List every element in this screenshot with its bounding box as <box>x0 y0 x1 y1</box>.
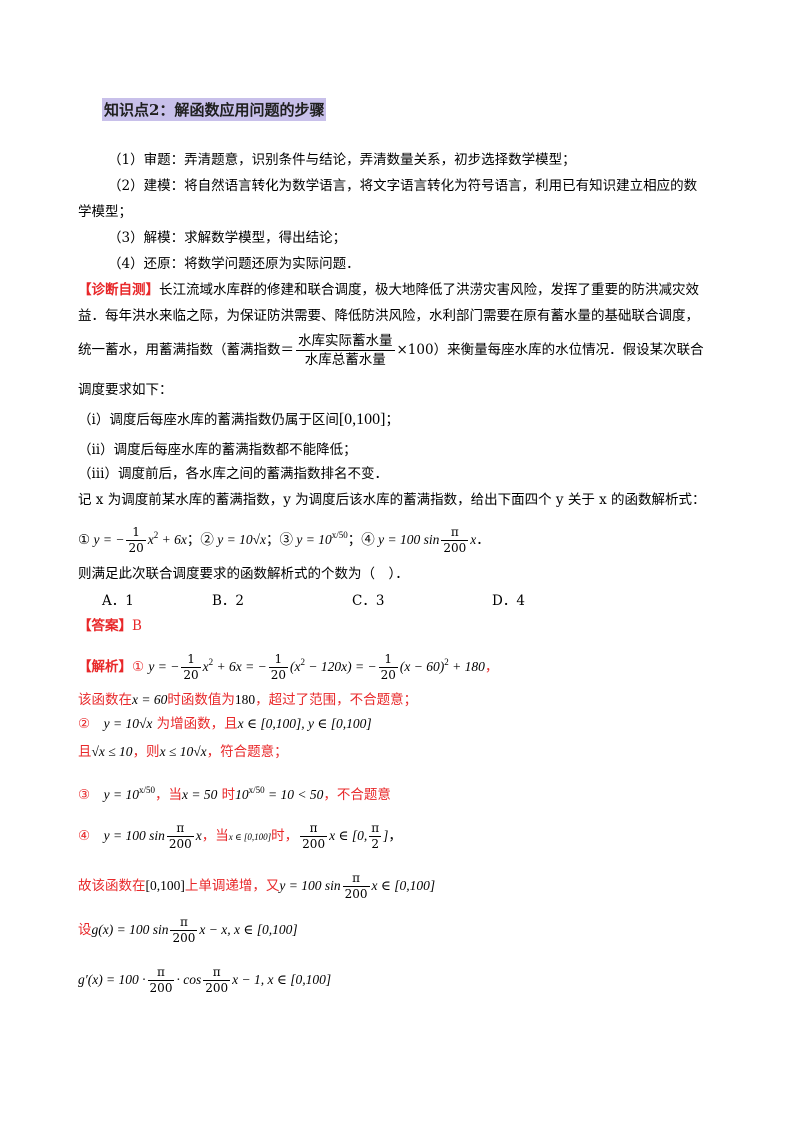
step-3: （3）解模：求解数学模型，得出结论； <box>108 230 347 246</box>
condition-3: （ⅲ）调度前后，各水库之间的蓄满指数排名不变． <box>78 466 388 482</box>
analysis-line-2: 该函数在x = 60时函数值为180，超过了范围，不合题意； <box>78 692 418 708</box>
answer-line: 【答案】B <box>78 616 142 636</box>
problem-text-3a: 统一蓄水，用蓄满指数（蓄满指数＝ <box>78 342 294 358</box>
step-4: （4）还原：将数学问题还原为实际问题． <box>108 256 360 272</box>
problem-label: 【诊断自测】 <box>78 282 159 298</box>
analysis-line-4: 且√x ≤ 10，则x ≤ 10√x，符合题意； <box>78 744 288 760</box>
fraction-denominator: 水库总蓄水量 <box>304 352 386 368</box>
step-2-cont: 学模型； <box>78 204 132 220</box>
analysis-label: 【解析】 <box>78 659 132 675</box>
section-heading: 知识点2：解函数应用问题的步骤 <box>102 98 327 121</box>
answer-label: 【答案】 <box>78 618 132 634</box>
problem-line-3: 统一蓄水，用蓄满指数（蓄满指数＝水库实际蓄水量水库总蓄水量×100）来衡量每座水… <box>78 332 704 369</box>
question-line: 则满足此次联合调度要求的函数解析式的个数为（ ）． <box>78 566 409 582</box>
step-1: （1）审题：弄清题意，识别条件与结论，弄清数量关系，初步选择数学模型； <box>108 152 576 168</box>
condition-2: （ⅱ）调度后每座水库的蓄满指数都不能降低； <box>78 442 357 458</box>
fill-ratio-fraction: 水库实际蓄水量水库总蓄水量 <box>296 332 395 369</box>
problem-text-1: 长江流域水库群的修建和联合调度，极大地降低了洪涝灾害风险，发挥了重要的防洪减灾效 <box>159 282 699 298</box>
answer-value: B <box>132 618 142 634</box>
step-2: （2）建模：将自然语言转化为数学语言，将文字语言转化为符号语言，利用已有知识建立… <box>108 178 698 194</box>
problem-line-1: 【诊断自测】长江流域水库群的修建和联合调度，极大地降低了洪涝灾害风险，发挥了重要… <box>78 280 699 300</box>
condition-1: （ⅰ）调度后每座水库的蓄满指数仍属于区间[0,100]； <box>78 410 399 430</box>
option-c: C．3 <box>352 593 385 609</box>
fraction-numerator: 水库实际蓄水量 <box>296 333 395 351</box>
option-b: B．2 <box>212 593 245 609</box>
problem-line-4: 调度要求如下： <box>78 382 173 398</box>
option-d: D．4 <box>492 593 525 609</box>
analysis-line-3: ② y = 10√x 为增函数，且x ∈ [0,100], y ∈ [0,100… <box>78 716 372 732</box>
condition-1-interval: [0,100] <box>338 411 386 428</box>
condition-1-end: ； <box>385 412 399 428</box>
problem-line-2: 益．每年洪水来临之际，为保证防洪需要、降低防洪风险，水利部门需要在原有蓄水量的基… <box>78 308 699 324</box>
problem-text-3b: ×100）来衡量每座水库的水位情况．假设某次联合 <box>396 342 704 358</box>
analysis-line-5: ③ y = 10x/50，当x = 50 时10x/50 = 10 < 50，不… <box>78 785 391 803</box>
condition-1-text: （ⅰ）调度后每座水库的蓄满指数仍属于区间 <box>78 412 339 428</box>
definition-line: 记 x 为调度前某水库的蓄满指数，y 为调度后该水库的蓄满指数，给出下面四个 y… <box>78 492 706 508</box>
option-a: A．1 <box>102 593 134 609</box>
